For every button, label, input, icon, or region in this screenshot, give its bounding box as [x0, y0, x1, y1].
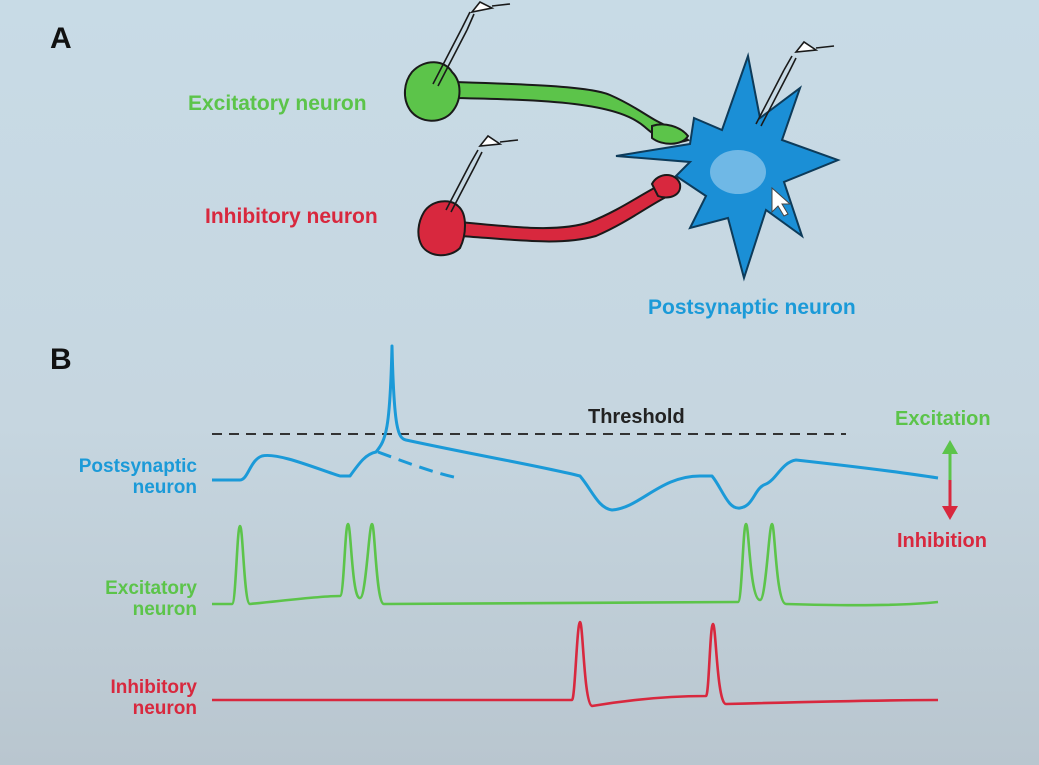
electrodes — [432, 0, 835, 213]
panel-b-letter: B — [50, 343, 72, 376]
inhibitory-neuron-label: Inhibitory neuron — [205, 205, 378, 228]
inhibitory-terminal — [650, 174, 682, 199]
postsynaptic-nucleus — [710, 150, 766, 194]
postsynaptic-neuron-label: Postsynaptic neuron — [648, 296, 856, 319]
excitation-arrow-up-icon — [942, 440, 958, 454]
inhibitory-soma — [417, 200, 466, 257]
inhibitory-trace-label-line1: Inhibitory — [110, 677, 197, 698]
postsynaptic-trace-label: Postsynaptic neuron — [40, 456, 197, 498]
panel-a-letter: A — [50, 22, 72, 55]
postsynaptic-trace — [212, 344, 939, 512]
postsynaptic-neuron — [615, 52, 841, 282]
excitation-inhibition-arrow — [942, 440, 958, 520]
excitatory-axon — [454, 80, 691, 144]
postsynaptic-trace-label-line2: neuron — [132, 477, 197, 498]
inhibition-arrow-down-icon — [942, 506, 958, 520]
postsynaptic-subthreshold-dashed — [377, 450, 459, 480]
excitatory-trace-label-line2: neuron — [132, 599, 197, 620]
excitatory-neuron — [404, 61, 691, 145]
inhibitory-neuron — [417, 174, 682, 257]
excitatory-neuron-label: Excitatory neuron — [188, 92, 367, 115]
excitatory-trace-label: Excitatory neuron — [40, 578, 197, 620]
inhibitory-trace-label-line2: neuron — [132, 698, 197, 719]
inhibition-legend-label: Inhibition — [897, 530, 987, 552]
postsynaptic-trace-label-line1: Postsynaptic — [78, 456, 197, 477]
excitatory-terminal — [651, 123, 690, 145]
excitatory-soma — [404, 61, 461, 122]
excitatory-trace-label-line1: Excitatory — [105, 578, 197, 599]
threshold-label: Threshold — [588, 406, 685, 428]
excitatory-trace — [212, 522, 939, 607]
postsynaptic-electrode-icon — [755, 40, 835, 127]
inhibitory-electrode-icon — [445, 134, 519, 213]
excitatory-electrode-icon — [432, 0, 511, 87]
mouse-cursor-icon — [771, 186, 792, 217]
inhibitory-trace — [212, 620, 939, 708]
excitation-legend-label: Excitation — [895, 408, 991, 430]
inhibitory-axon — [459, 183, 670, 243]
inhibitory-trace-label: Inhibitory neuron — [40, 677, 197, 719]
